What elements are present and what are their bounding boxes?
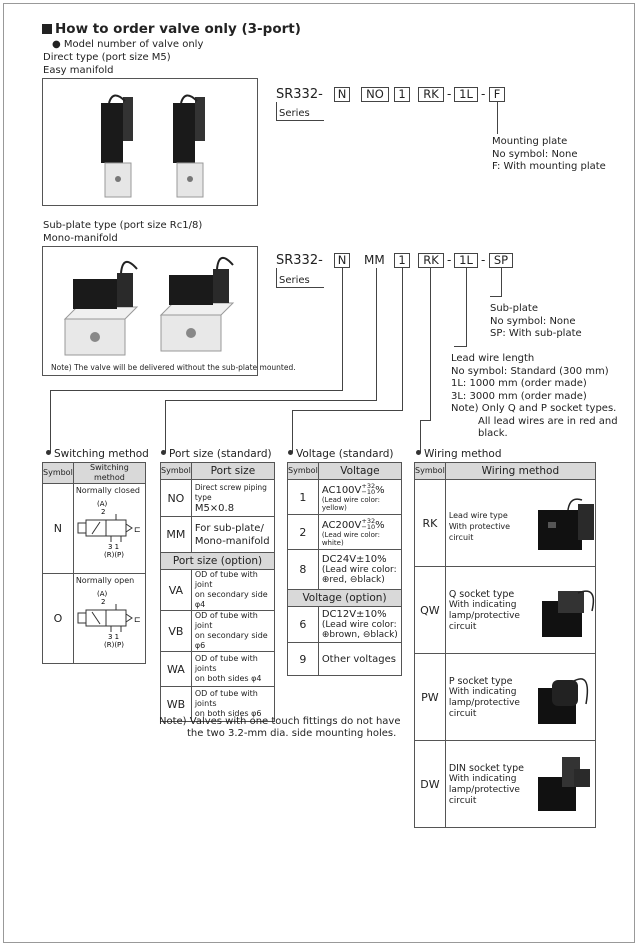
port-heading: Port size (standard) xyxy=(161,448,272,460)
normally-closed-symbol-icon: (A) 2 ⊏ 3 1 (R)(P) xyxy=(77,500,141,559)
subplate-note: Note) The valve will be delivered withou… xyxy=(51,363,296,372)
svg-text:(R)(P): (R)(P) xyxy=(104,641,124,649)
svg-text:3 1: 3 1 xyxy=(108,633,119,641)
subplate-type-label: Sub-plate type (port size Rc1/8) xyxy=(43,220,203,231)
voltage-heading: Voltage (standard) xyxy=(288,448,394,460)
code2-voltage-box: 1 xyxy=(394,253,410,268)
direct-valve-photo xyxy=(42,78,258,206)
svg-text:(A): (A) xyxy=(97,500,108,508)
svg-text:(R)(P): (R)(P) xyxy=(104,551,124,559)
code2-wiring-box: RK xyxy=(418,253,444,268)
svg-text:2: 2 xyxy=(101,508,105,516)
easy-manifold-label: Easy manifold xyxy=(43,65,114,76)
port-note: Note) Valves with one touch fittings do … xyxy=(159,716,401,739)
direct-type-label: Direct type (port size M5) xyxy=(43,52,171,63)
wiring-heading: Wiring method xyxy=(416,448,502,460)
mono-manifold-label: Mono-manifold xyxy=(43,233,118,244)
valve-illustration xyxy=(101,94,205,198)
svg-text:⊏: ⊏ xyxy=(134,615,141,624)
table-row: O Normally open (A) 2 ⊏ 3 1 (R)(P) xyxy=(42,573,147,664)
page-title: How to order valve only (3-port) xyxy=(42,21,301,37)
p-socket-valve-icon xyxy=(537,678,588,724)
code2-switching-box: N xyxy=(334,253,350,268)
code1-prefix: SR332- xyxy=(276,87,323,102)
subplate-valve-photo: Note) The valve will be delivered withou… xyxy=(42,246,296,376)
q-socket-valve-icon xyxy=(541,590,594,637)
code2-subplate-box: SP xyxy=(489,253,513,268)
code2-series-label: Series xyxy=(276,268,324,288)
normally-open-symbol-icon: (A) 2 ⊏ 3 1 (R)(P) xyxy=(77,590,141,649)
code1-switching-box: N xyxy=(334,87,350,102)
svg-text:2: 2 xyxy=(101,598,105,606)
page-frame xyxy=(3,3,635,943)
code1-port-box: NO xyxy=(361,87,389,102)
code2-leadwire-box: 1L xyxy=(454,253,478,268)
svg-text:⊏: ⊏ xyxy=(134,525,141,534)
code2-port-value: MM xyxy=(364,253,385,267)
code1-series-label: Series xyxy=(276,102,324,121)
code1-mounting-box: F xyxy=(489,87,505,102)
code1-voltage-box: 1 xyxy=(394,87,410,102)
code1-leadwire-box: 1L xyxy=(454,87,478,102)
svg-text:(A): (A) xyxy=(97,590,108,598)
din-socket-valve-icon xyxy=(537,757,590,811)
code2-prefix: SR332- xyxy=(276,253,323,268)
lead-wire-valve-icon xyxy=(537,498,594,550)
switching-heading: Switching method xyxy=(46,448,149,460)
valve-illustration xyxy=(63,257,235,356)
code1-wiring-box: RK xyxy=(418,87,444,102)
page-subtitle: ● Model number of valve only xyxy=(52,39,204,50)
table-row: N Normally closed (A) 2 ⊏ 3 1 (R)(P) xyxy=(42,483,147,574)
svg-text:3 1: 3 1 xyxy=(108,543,119,551)
